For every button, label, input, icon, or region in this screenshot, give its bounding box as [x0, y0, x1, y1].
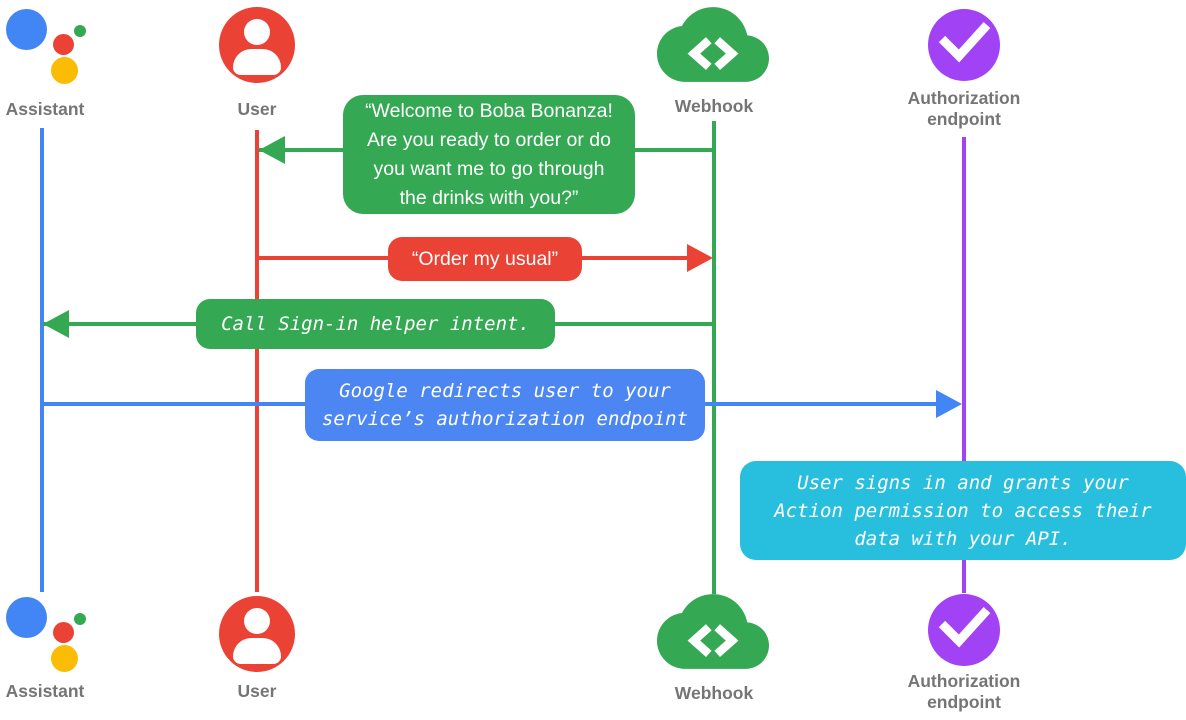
- webhook-label-top: Webhook: [674, 96, 754, 116]
- arrowhead-left-icon: [43, 310, 69, 338]
- webhook-cloud-icon: [657, 7, 769, 82]
- grant-note-bubble: User signs in and grants your Action per…: [740, 461, 1186, 560]
- arrowhead-left-icon: [259, 136, 285, 164]
- assistant-red-dot: [53, 622, 74, 643]
- auth-endpoint-label-bottom: Authorization endpoint: [907, 671, 1021, 712]
- welcome-message-text: “Welcome to Boba Bonanza! Are you ready …: [365, 99, 613, 209]
- user-icon: [219, 7, 295, 83]
- google-assistant-icon: [0, 5, 90, 95]
- auth-endpoint-label-top: Authorization endpoint: [907, 88, 1021, 129]
- google-assistant-icon: [0, 593, 90, 683]
- authorization-check-icon: [928, 594, 1000, 666]
- assistant-blue-dot: [6, 597, 47, 638]
- checkmark-icon: [938, 606, 991, 648]
- person-body-icon: [233, 49, 281, 75]
- auth-endpoint-lifeline: [962, 137, 966, 593]
- checkmark-icon: [938, 21, 991, 63]
- assistant-lifeline: [40, 128, 44, 592]
- webhook-cloud-icon: [657, 594, 769, 669]
- order-message-bubble: “Order my usual”: [388, 237, 582, 281]
- person-head-icon: [244, 19, 270, 45]
- assistant-label-top: Assistant: [5, 99, 85, 119]
- code-bracket-right-icon: [714, 624, 739, 658]
- code-bracket-right-icon: [714, 37, 739, 71]
- person-head-icon: [244, 608, 270, 634]
- signin-message-bubble: Call Sign-in helper intent.: [196, 299, 555, 349]
- assistant-green-dot: [74, 613, 86, 625]
- assistant-yellow-dot: [51, 645, 78, 672]
- person-body-icon: [233, 638, 281, 664]
- arrowhead-right-icon: [936, 390, 962, 418]
- welcome-message-bubble: “Welcome to Boba Bonanza! Are you ready …: [343, 95, 635, 214]
- assistant-blue-dot: [6, 9, 47, 50]
- signin-message-text: Call Sign-in helper intent.: [221, 313, 530, 335]
- user-icon: [219, 596, 295, 672]
- code-bracket-left-icon: [687, 624, 712, 658]
- assistant-red-dot: [53, 34, 74, 55]
- webhook-label-bottom: Webhook: [674, 683, 754, 703]
- authorization-check-icon: [928, 9, 1000, 81]
- webhook-lifeline: [712, 121, 716, 594]
- redirect-message-text: Google redirects user to your service’s …: [321, 380, 689, 430]
- assistant-green-dot: [74, 25, 86, 37]
- grant-note-text: User signs in and grants your Action per…: [774, 471, 1152, 550]
- arrowhead-right-icon: [687, 244, 713, 272]
- redirect-message-bubble: Google redirects user to your service’s …: [305, 369, 705, 441]
- user-label-bottom: User: [237, 681, 277, 701]
- user-label-top: User: [237, 99, 277, 119]
- assistant-yellow-dot: [51, 57, 78, 84]
- user-lifeline: [255, 130, 259, 592]
- order-message-text: “Order my usual”: [411, 247, 559, 270]
- code-bracket-left-icon: [687, 37, 712, 71]
- assistant-label-bottom: Assistant: [5, 681, 85, 701]
